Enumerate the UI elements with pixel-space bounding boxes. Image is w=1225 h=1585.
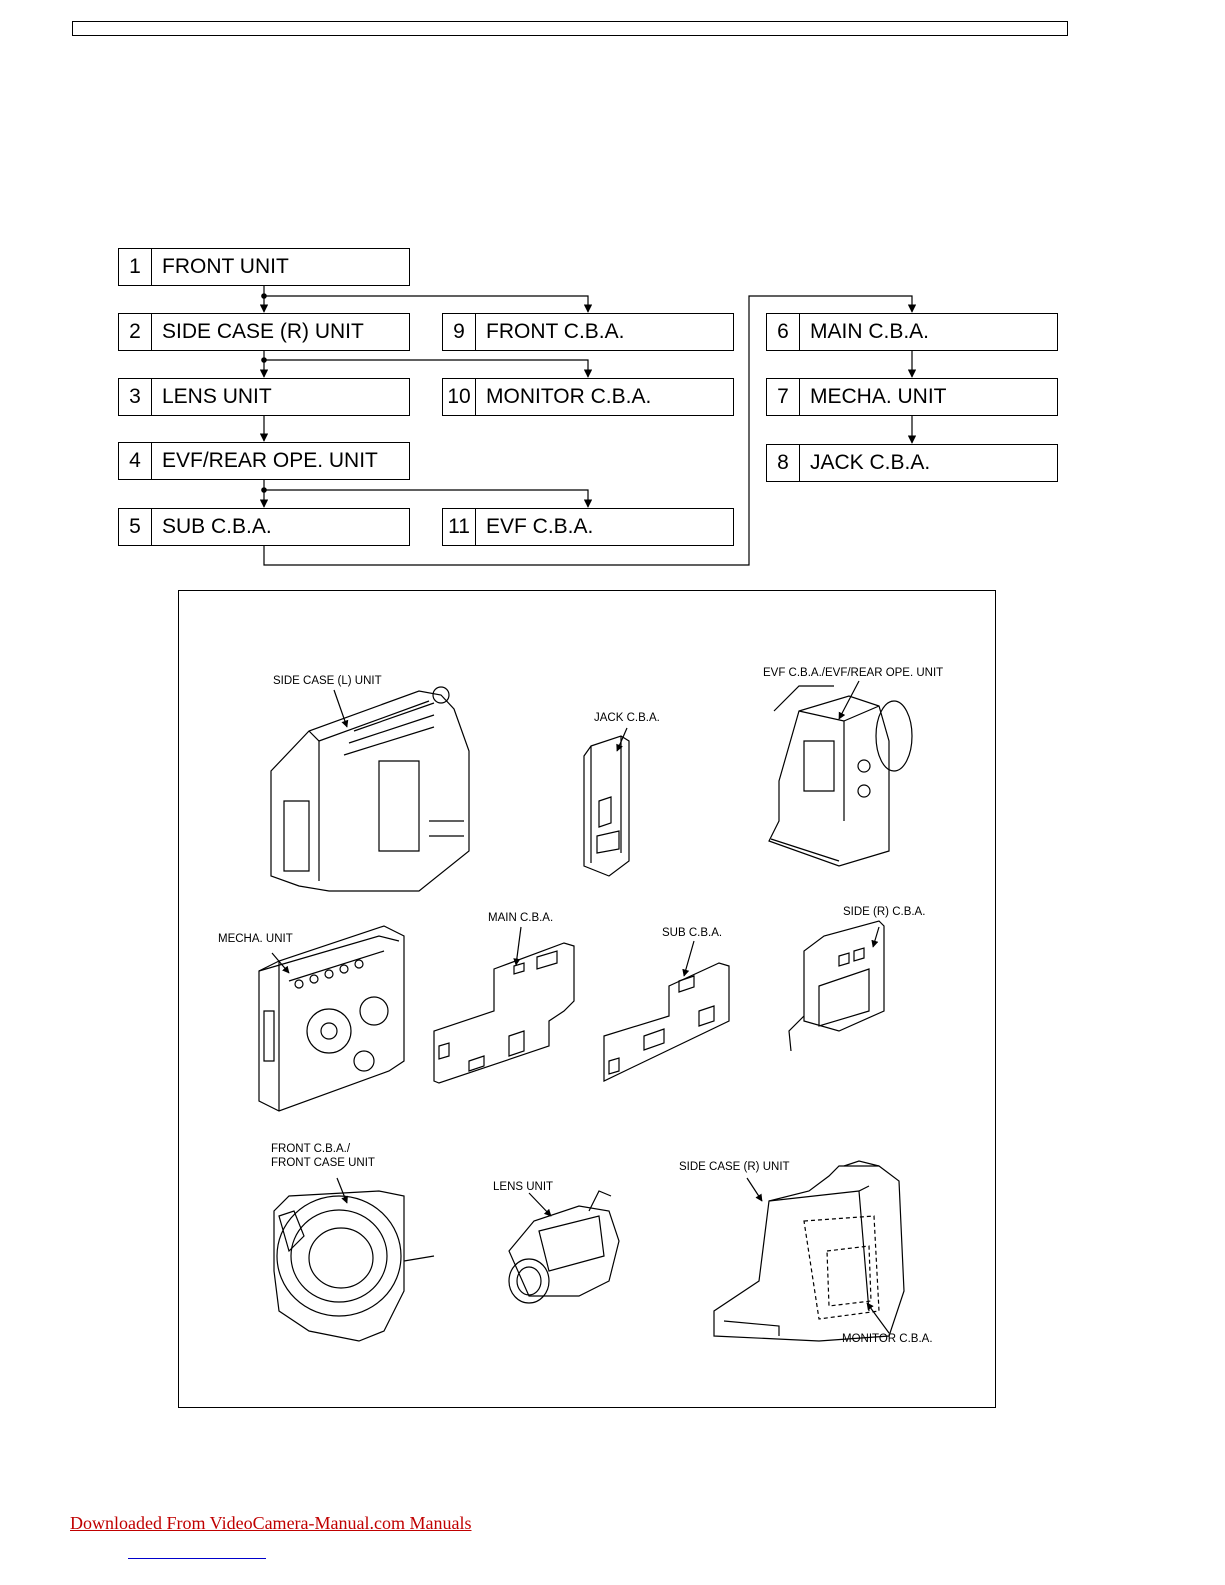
label-lens-unit: LENS UNIT	[493, 1181, 554, 1193]
label-side-r-cba: SIDE (R) C.B.A.	[843, 906, 926, 918]
label-side-case-l-unit: SIDE CASE (L) UNIT	[273, 675, 382, 687]
label-sub-cba: SUB C.B.A.	[662, 927, 723, 939]
step-box-6: 6 MAIN C.B.A.	[766, 313, 1058, 351]
step-number: 5	[119, 509, 152, 545]
front-case-unit-drawing	[273, 1190, 435, 1342]
illustration-drawings	[258, 680, 913, 1342]
label-monitor-cba: MONITOR C.B.A.	[842, 1333, 933, 1345]
step-number: 10	[443, 379, 476, 415]
step-box-8: 8 JACK C.B.A.	[766, 444, 1058, 482]
side-r-cba-drawing	[788, 920, 885, 1052]
step-box-3: 3 LENS UNIT	[118, 378, 410, 416]
step-box-2: 2 SIDE CASE (R) UNIT	[118, 313, 410, 351]
illustration-panel: SIDE CASE (L) UNIT JACK C.B.A. EVF C.B.A…	[178, 590, 996, 1408]
jack-cba-drawing	[583, 735, 630, 877]
step-number: 4	[119, 443, 152, 479]
step-label: JACK C.B.A.	[810, 451, 931, 474]
sub-cba-drawing	[603, 962, 730, 1082]
step-box-5: 5 SUB C.B.A.	[118, 508, 410, 546]
label-main-cba: MAIN C.B.A.	[488, 912, 554, 924]
step-number: 8	[767, 445, 800, 481]
step-box-7: 7 MECHA. UNIT	[766, 378, 1058, 416]
step-label: SUB C.B.A.	[162, 515, 272, 538]
main-cba-drawing	[433, 942, 575, 1084]
step-box-4: 4 EVF/REAR OPE. UNIT	[118, 442, 410, 480]
label-jack-cba: JACK C.B.A.	[594, 712, 660, 724]
lens-unit-drawing	[508, 1190, 620, 1304]
label-side-case-r-unit: SIDE CASE (R) UNIT	[679, 1161, 790, 1173]
step-label: LENS UNIT	[162, 385, 272, 408]
step-box-9: 9 FRONT C.B.A.	[442, 313, 734, 351]
step-label: MONITOR C.B.A.	[486, 385, 652, 408]
step-label: FRONT UNIT	[162, 255, 289, 278]
mecha-unit-drawing	[258, 925, 405, 1112]
step-label: FRONT C.B.A.	[486, 320, 625, 343]
evf-cba-drawing	[768, 685, 913, 867]
label-evf-cba: EVF C.B.A./EVF/REAR OPE. UNIT	[763, 667, 944, 679]
step-number: 3	[119, 379, 152, 415]
step-box-10: 10 MONITOR C.B.A.	[442, 378, 734, 416]
step-number: 2	[119, 314, 152, 350]
label-front-cba-line1: FRONT C.B.A./	[271, 1143, 351, 1155]
step-label: MAIN C.B.A.	[810, 320, 930, 343]
step-label: EVF C.B.A.	[486, 515, 594, 538]
footer-download-link[interactable]: Downloaded From VideoCamera-Manual.com M…	[70, 1513, 472, 1533]
step-box-11: 11 EVF C.B.A.	[442, 508, 734, 546]
step-number: 6	[767, 314, 800, 350]
step-number: 1	[119, 249, 152, 285]
label-mecha-unit: MECHA. UNIT	[218, 933, 293, 945]
step-number: 11	[443, 509, 476, 545]
footer-rule	[128, 1558, 266, 1559]
step-label: MECHA. UNIT	[810, 385, 947, 408]
side-case-l-unit-drawing	[270, 686, 470, 892]
step-label: SIDE CASE (R) UNIT	[162, 320, 364, 343]
header-bar	[72, 21, 1068, 36]
step-number: 7	[767, 379, 800, 415]
flow-connectors	[259, 285, 917, 566]
label-front-cba-line2: FRONT CASE UNIT	[271, 1157, 375, 1169]
step-box-1: 1 FRONT UNIT	[118, 248, 410, 286]
step-label: EVF/REAR OPE. UNIT	[162, 449, 378, 472]
side-case-r-unit-drawing	[713, 1160, 905, 1342]
step-number: 9	[443, 314, 476, 350]
